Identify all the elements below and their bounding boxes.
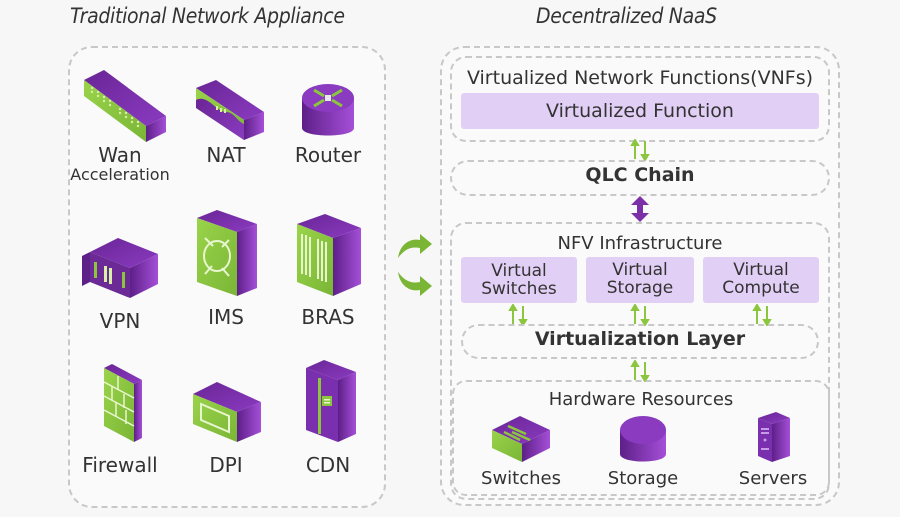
- appliance-bras: BRAS: [278, 208, 378, 328]
- virtual-resource-line1: Virtual: [491, 261, 547, 281]
- heading-traditional: Traditional Network Appliance: [70, 4, 345, 28]
- nfvi-title: NFV Infrastructure: [557, 233, 723, 254]
- wan-acceleration-icon: [70, 62, 170, 142]
- virtual-compute: Virtual Compute: [703, 257, 819, 303]
- appliance-nat: NAT: [176, 62, 276, 166]
- appliance-ims: IMS: [176, 208, 276, 328]
- virtual-switches: Virtual Switches: [461, 257, 577, 303]
- appliance-vpn: VPN: [70, 222, 170, 332]
- vpn-icon: [70, 222, 170, 302]
- server-icon: [723, 410, 823, 464]
- appliance-cdn: CDN: [278, 360, 378, 477]
- curved-arrow-icon: [398, 234, 432, 296]
- heading-naas: Decentralized NaaS: [536, 4, 717, 28]
- virtual-resource-line2: Storage: [606, 278, 674, 298]
- virtual-resource-line1: Virtual: [612, 260, 668, 280]
- hardware-switches: Switches: [471, 410, 571, 490]
- layer-hardware-arrows: [628, 360, 652, 382]
- appliance-label: BRAS: [301, 305, 355, 329]
- virtual-resource-line1: Virtual: [733, 260, 789, 280]
- chain-nfvi-arrow: [630, 196, 650, 222]
- vnf-box: [450, 56, 830, 142]
- qlc-chain-label: QLC Chain: [585, 164, 695, 186]
- hardware-label: Servers: [738, 468, 808, 489]
- appliance-label: Wan: [98, 143, 142, 167]
- appliance-label: DPI: [209, 453, 243, 477]
- appliance-label: Firewall: [82, 453, 158, 477]
- appliance-label: NAT: [206, 143, 246, 167]
- router-icon: [278, 62, 378, 142]
- hardware-title: Hardware Resources: [548, 389, 734, 410]
- transition-arrows: [394, 230, 434, 302]
- storage-icon: [593, 410, 693, 464]
- cdn-icon: [278, 360, 378, 444]
- firewall-icon: [70, 364, 170, 444]
- dpi-icon: [176, 366, 276, 444]
- bras-icon: [278, 208, 378, 298]
- appliance-label: Router: [294, 143, 362, 167]
- appliance-label: VPN: [99, 309, 141, 333]
- hardware-label: Switches: [481, 468, 561, 489]
- appliance-sublabel: Acceleration: [70, 165, 170, 184]
- vnf-title: Virtualized Network Functions(VNFs): [466, 67, 814, 89]
- ims-icon: [176, 208, 276, 298]
- hardware-resources-box: [452, 380, 830, 496]
- appliance-label: CDN: [305, 453, 351, 477]
- appliance-dpi: DPI: [176, 366, 276, 476]
- virtual-layer-arrows-2: [628, 304, 652, 326]
- hardware-storage: Storage: [593, 410, 693, 490]
- virtual-resource-line2: Switches: [481, 279, 557, 299]
- nat-icon: [176, 62, 276, 142]
- nfvi-box: [450, 222, 830, 500]
- virtualization-layer-label: Virtualization Layer: [534, 328, 746, 350]
- vnf-chain-arrows: [628, 139, 652, 161]
- double-arrow-icon: [631, 196, 649, 222]
- qlc-chain-box: [450, 160, 830, 196]
- appliance-wan-acceleration: Wan Acceleration: [70, 62, 170, 184]
- virtualization-layer-box: [461, 324, 819, 359]
- appliance-router: Router: [278, 62, 378, 166]
- virtual-layer-arrows-1: [506, 304, 530, 326]
- hardware-servers: Servers: [723, 410, 823, 490]
- virtual-storage: Virtual Storage: [586, 257, 694, 303]
- virtual-layer-arrows-3: [750, 304, 774, 326]
- switch-icon: [471, 410, 571, 464]
- virtualized-function: Virtualized Function: [461, 93, 819, 129]
- hardware-label: Storage: [607, 468, 679, 489]
- appliance-label: IMS: [208, 305, 244, 329]
- virtual-resource-line2: Compute: [722, 278, 800, 298]
- appliance-firewall: Firewall: [70, 364, 170, 477]
